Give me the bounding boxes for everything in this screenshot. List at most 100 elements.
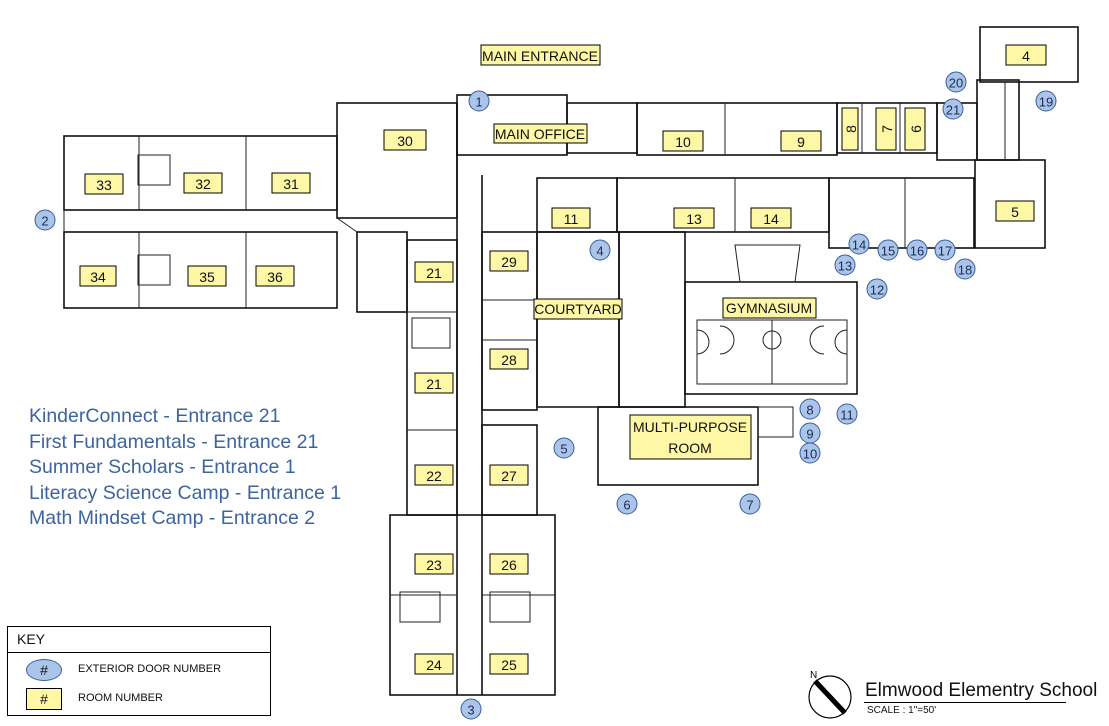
exterior-door-15: 15 xyxy=(877,239,899,261)
label-courtyard: COURTYARD xyxy=(533,298,623,320)
room-number: 21 xyxy=(426,265,442,281)
room-number: 8 xyxy=(843,125,859,133)
exterior-door-17: 17 xyxy=(934,239,956,261)
program-item: Math Mindset Camp - Entrance 2 xyxy=(29,507,316,530)
label-main-office: MAIN OFFICE xyxy=(493,123,588,144)
room-number: 30 xyxy=(397,133,413,149)
room-5: 5 xyxy=(995,200,1035,222)
program-item: Summer Scholars - Entrance 1 xyxy=(29,456,296,479)
room-26: 26 xyxy=(489,553,529,575)
room-7: 7 xyxy=(875,107,897,151)
room-27: 27 xyxy=(489,464,529,486)
program-item: First Fundamentals - Entrance 21 xyxy=(29,430,319,453)
room-number: 10 xyxy=(675,134,691,150)
door-number: 20 xyxy=(949,76,963,91)
room-number: 36 xyxy=(267,269,283,285)
exterior-door-6: 6 xyxy=(616,493,638,515)
exterior-door-12: 12 xyxy=(866,278,888,300)
north-arrow-icon: N xyxy=(808,670,852,719)
door-number: 15 xyxy=(881,244,895,259)
exterior-door-9: 9 xyxy=(799,422,821,444)
room-number: 21 xyxy=(426,376,442,392)
program-item: Literacy Science Camp - Entrance 1 xyxy=(29,481,342,504)
door-number: 14 xyxy=(852,238,866,253)
label-main-entrance: MAIN ENTRANCE xyxy=(480,44,601,66)
exterior-door-1: 1 xyxy=(468,90,490,112)
school-name-underline xyxy=(864,702,1066,703)
room-number: 4 xyxy=(1022,48,1030,64)
door-number: 4 xyxy=(596,244,603,259)
door-number: 3 xyxy=(467,703,474,718)
key-title: KEY xyxy=(17,631,46,647)
room-23: 23 xyxy=(414,553,454,575)
room-number: 34 xyxy=(90,269,106,285)
door-number: 16 xyxy=(910,244,924,259)
exterior-door-14: 14 xyxy=(848,233,870,255)
room-symbol: # xyxy=(26,688,62,710)
map-key: KEY # EXTERIOR DOOR NUMBER # ROOM NUMBER xyxy=(7,626,271,716)
door-number: 13 xyxy=(838,259,852,274)
svg-text:ROOM: ROOM xyxy=(668,440,712,456)
room-number: 22 xyxy=(426,468,442,484)
room-14: 14 xyxy=(750,207,792,229)
room-10: 10 xyxy=(662,130,704,152)
label-multipurpose-room: MULTI-PURPOSE ROOM xyxy=(629,414,752,460)
door-number: 9 xyxy=(806,427,813,442)
room-22: 22 xyxy=(414,464,454,486)
north-label: N xyxy=(810,670,817,681)
building-walls xyxy=(63,26,1079,696)
room-number: 27 xyxy=(501,468,517,484)
exterior-door-11: 11 xyxy=(836,403,858,425)
room-number: 24 xyxy=(426,657,442,673)
key-divider xyxy=(8,652,270,653)
room-number: 26 xyxy=(501,557,517,573)
exterior-door-18: 18 xyxy=(954,258,976,280)
exterior-door-13: 13 xyxy=(834,254,856,276)
exterior-door-16: 16 xyxy=(906,239,928,261)
door-number: 7 xyxy=(746,498,753,513)
door-number: 6 xyxy=(623,498,630,513)
exterior-door-19: 19 xyxy=(1035,90,1057,112)
room-number: 25 xyxy=(501,657,517,673)
door-number: 18 xyxy=(958,263,972,278)
door-number: 8 xyxy=(806,403,813,418)
room-21: 21 xyxy=(414,372,454,394)
door-number: 21 xyxy=(946,103,960,118)
room-35: 35 xyxy=(187,265,227,287)
exterior-door-5: 5 xyxy=(553,437,575,459)
room-32: 32 xyxy=(183,172,223,194)
room-number: 14 xyxy=(763,211,779,227)
door-number: 17 xyxy=(938,244,952,259)
room-number: 31 xyxy=(283,176,299,192)
room-4: 4 xyxy=(1005,44,1047,66)
door-number: 19 xyxy=(1039,95,1053,110)
svg-text:MAIN ENTRANCE: MAIN ENTRANCE xyxy=(482,48,598,64)
room-34: 34 xyxy=(79,265,117,287)
exterior-door-8: 8 xyxy=(799,398,821,420)
exterior-door-10: 10 xyxy=(799,442,821,464)
room-number: 35 xyxy=(199,269,215,285)
exterior-door-3: 3 xyxy=(460,698,482,720)
key-room-label: ROOM NUMBER xyxy=(78,692,163,704)
door-number: 1 xyxy=(475,95,482,110)
room-8: 8 xyxy=(841,107,859,151)
key-door-label: EXTERIOR DOOR NUMBER xyxy=(78,663,222,675)
school-name: Elmwood Elementry School xyxy=(865,680,1098,701)
room-36: 36 xyxy=(255,265,295,287)
room-30: 30 xyxy=(383,129,427,151)
svg-text:MAIN OFFICE: MAIN OFFICE xyxy=(495,126,585,142)
door-number: 12 xyxy=(870,283,884,298)
label-gymnasium: GYMNASIUM xyxy=(722,297,817,319)
room-29: 29 xyxy=(489,250,529,272)
room-33: 33 xyxy=(84,173,124,195)
exterior-door-4: 4 xyxy=(589,239,611,261)
map-scale: SCALE : 1"=50' xyxy=(867,705,937,716)
program-list: KinderConnect - Entrance 21 First Fundam… xyxy=(29,404,341,532)
exterior-door-21: 21 xyxy=(942,98,964,120)
svg-text:COURTYARD: COURTYARD xyxy=(534,301,621,317)
room-number: 6 xyxy=(908,125,924,133)
room-24: 24 xyxy=(414,653,454,675)
room-number: 33 xyxy=(96,177,112,193)
room-31: 31 xyxy=(271,172,311,194)
